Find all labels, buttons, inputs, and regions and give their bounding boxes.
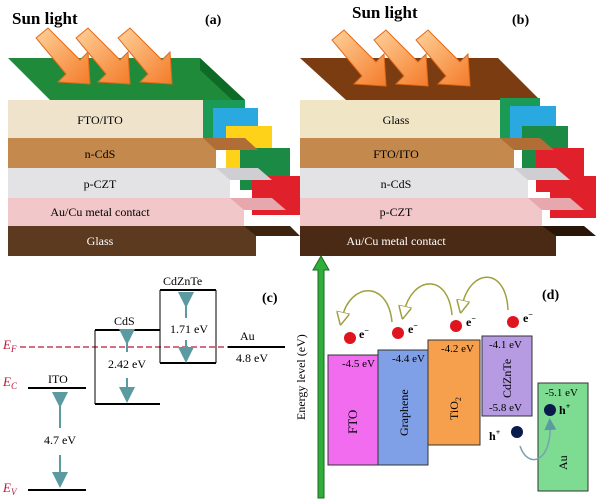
ito-label: ITO	[48, 372, 68, 386]
layer-label-p-czt-b: p-CZT	[380, 205, 413, 219]
sunlight-label-b: Sun light	[352, 3, 418, 22]
layer-au-cu	[8, 198, 244, 226]
panel-d-tag: (d)	[542, 288, 559, 303]
panel-a-tag: (a)	[205, 13, 222, 28]
ec-label: EC	[2, 374, 18, 391]
au-label: Au	[240, 329, 255, 343]
tio2-label: TiO2	[447, 397, 463, 420]
holes: h+ h+	[489, 402, 571, 461]
svg-text:e−: e−	[523, 310, 533, 325]
ef-label: EF	[2, 337, 17, 354]
layer-label-n-cds-b: n-CdS	[381, 177, 412, 191]
layer-label-glass: Glass	[87, 234, 114, 248]
layer-label-fto-ito-b: FTO/ITO	[373, 147, 419, 161]
svg-text:e−: e−	[408, 321, 418, 336]
svg-text:e−: e−	[466, 314, 476, 329]
svg-text:e−: e−	[359, 326, 369, 341]
sun-arrows-b	[331, 29, 471, 87]
panel-a: Sun light (a) FTO/ITO n-CdS p-CZT Au/Cu …	[8, 9, 300, 256]
au-block	[537, 382, 589, 492]
au-value-label: 4.8 eV	[236, 351, 268, 365]
layer-p-czt-b	[300, 198, 542, 226]
layer-fto-ito	[8, 100, 203, 138]
fto-label: FTO	[345, 410, 360, 434]
layer-glass-b	[300, 100, 500, 138]
cdznte-block	[481, 335, 533, 417]
layer-fto-ito-b	[300, 138, 514, 168]
cdznte-value-bottom: -5.8 eV	[489, 402, 522, 414]
panel-c-tag: (c)	[262, 291, 278, 306]
layer-label-au-cu-b: Au/Cu metal contact	[346, 234, 446, 248]
au-d-label: Au	[556, 455, 570, 470]
panel-d: Energy level (eV) (d) -4.5 eV FTO -4.4 e…	[294, 254, 589, 499]
cdznte-label: CdZnTe	[163, 274, 202, 288]
layer-label-p-czt: p-CZT	[84, 177, 117, 191]
energy-axis-arrow	[312, 254, 330, 499]
graphene-label: Graphene	[397, 389, 411, 436]
panel-b: Sun light (b) Glass FTO/ITO n-CdS p-CZT …	[300, 3, 596, 256]
svg-text:h+: h+	[489, 428, 501, 443]
cds-label: CdS	[114, 314, 135, 328]
cdznte-gap-label: 1.71 eV	[170, 322, 208, 336]
cdznte-d-label: CdZnTe	[500, 359, 514, 398]
electrons: e− e− e− e−	[344, 310, 533, 344]
layer-label-au-cu: Au/Cu metal contact	[50, 205, 150, 219]
graphene-block	[377, 349, 429, 466]
tio2-value: -4.2 eV	[441, 343, 474, 355]
cds-gap-label: 2.42 eV	[108, 357, 146, 371]
panel-c: EC EF EV ITO 4.7 eV CdS 2.42 eV CdZnTe 1…	[2, 274, 285, 497]
layer-label-glass-b: Glass	[383, 113, 410, 127]
layer-n-cds	[8, 138, 216, 168]
energy-axis-label: Energy level (eV)	[294, 334, 308, 420]
fto-block	[327, 354, 379, 466]
layer-label-fto-ito: FTO/ITO	[77, 113, 123, 127]
layer-n-cds-b	[300, 168, 528, 198]
ev-label: EV	[2, 480, 18, 497]
electron-transfer-arrows	[342, 276, 509, 322]
cdznte-value-top: -4.1 eV	[489, 339, 522, 351]
tio2-block	[427, 339, 481, 446]
fto-value: -4.5 eV	[342, 358, 375, 370]
sunlight-label-a: Sun light	[12, 9, 78, 28]
layer-glass	[8, 226, 256, 256]
au-d-value: -5.1 eV	[545, 387, 578, 399]
svg-text:h+: h+	[559, 402, 571, 417]
ito-gap-label: 4.7 eV	[44, 433, 76, 447]
layer-p-czt	[8, 168, 230, 198]
layer-label-n-cds: n-CdS	[85, 147, 116, 161]
layer-au-cu-b	[300, 226, 556, 256]
sun-arrows-a	[35, 27, 173, 85]
panel-b-tag: (b)	[512, 13, 529, 28]
graphene-value: -4.4 eV	[392, 353, 425, 365]
